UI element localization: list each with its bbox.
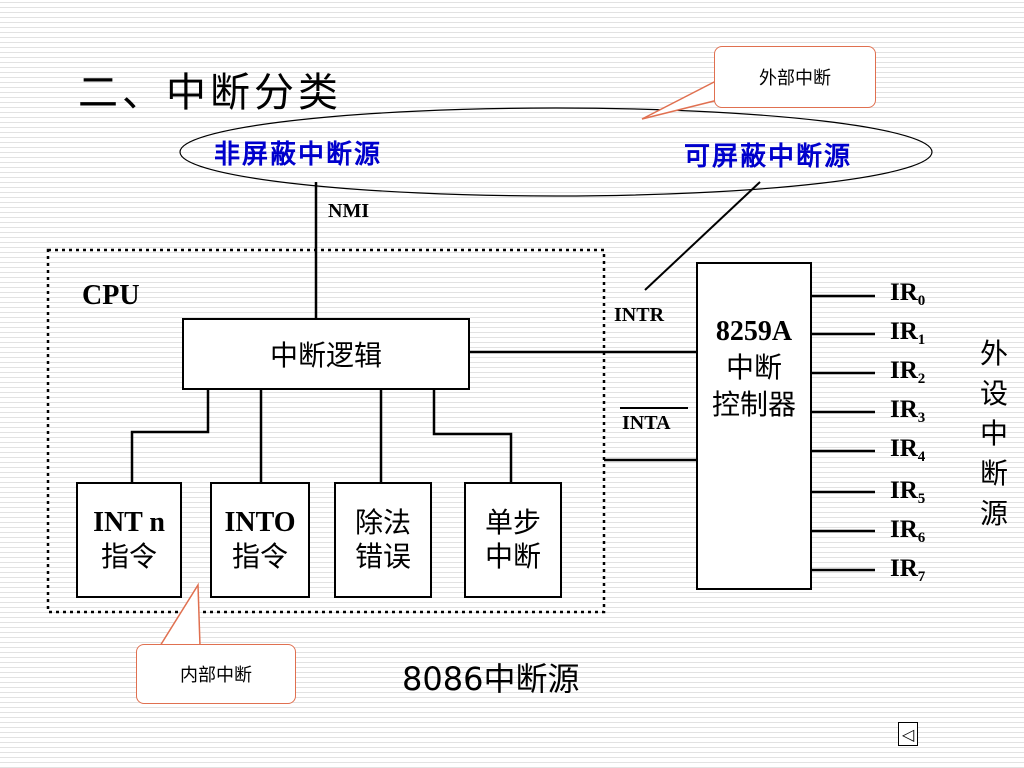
maskable-line — [644, 181, 761, 291]
controller-model-label: 8259A — [715, 316, 793, 347]
external-interrupt-callout: 外部中断 — [714, 46, 876, 108]
single-step-line2: 中断 — [484, 540, 541, 573]
divide-error-box: 除法 错误 — [334, 482, 432, 598]
inta-signal-label: INTA — [622, 412, 671, 434]
interrupt-logic-box: 中断逻辑 — [182, 318, 470, 390]
maskable-source-label: 可屏蔽中断源 — [684, 142, 853, 172]
into-label: INTO — [224, 507, 296, 539]
cpu-label: CPU — [82, 280, 140, 311]
ir-label: IR2 — [890, 357, 926, 387]
non-maskable-source-label: 非屏蔽中断源 — [214, 140, 383, 170]
page-title: 二、中断分类 — [78, 70, 342, 116]
ir-label: IR0 — [890, 279, 926, 309]
external-callout-pointer — [641, 79, 719, 120]
single-step-line1: 单步 — [484, 506, 541, 540]
controller-8259a-box: 8259A 中断 控制器 — [696, 262, 812, 590]
ir-label: IR1 — [890, 318, 926, 348]
int-n-sublabel: 指令 — [100, 540, 157, 573]
back-arrow-icon: ◁ — [901, 724, 915, 744]
controller-line3: 控制器 — [711, 387, 796, 421]
int-n-label: INT n — [93, 507, 165, 539]
intr-signal-label: INTR — [614, 304, 665, 326]
link-single-step — [432, 388, 513, 484]
ir-label: IR3 — [890, 396, 926, 426]
interrupt-sources-ellipse — [179, 107, 933, 197]
cpu-boundary — [46, 248, 606, 614]
link-int-n — [130, 388, 210, 484]
nmi-signal-label: NMI — [328, 200, 370, 222]
divide-error-line2: 错误 — [354, 540, 411, 573]
into-instruction-box: INTO 指令 — [210, 482, 310, 598]
peripheral-source-label: 外 设 中 断 源 — [979, 337, 1008, 530]
divide-error-line1: 除法 — [354, 506, 411, 540]
diagram-caption: 8086中断源 — [402, 660, 580, 698]
controller-line2: 中断 — [725, 351, 782, 385]
single-step-box: 单步 中断 — [464, 482, 562, 598]
ir-label: IR7 — [890, 555, 926, 585]
int-n-instruction-box: INT n 指令 — [76, 482, 182, 598]
into-sublabel: 指令 — [231, 540, 288, 573]
ir-label: IR5 — [890, 477, 926, 507]
internal-callout-pointer — [159, 582, 201, 647]
back-button[interactable]: ◁ — [898, 722, 918, 746]
internal-interrupt-callout: 内部中断 — [136, 644, 296, 704]
interrupt-logic-label: 中断逻辑 — [269, 339, 382, 372]
ir-label: IR4 — [890, 435, 926, 465]
ir-label: IR6 — [890, 516, 926, 546]
